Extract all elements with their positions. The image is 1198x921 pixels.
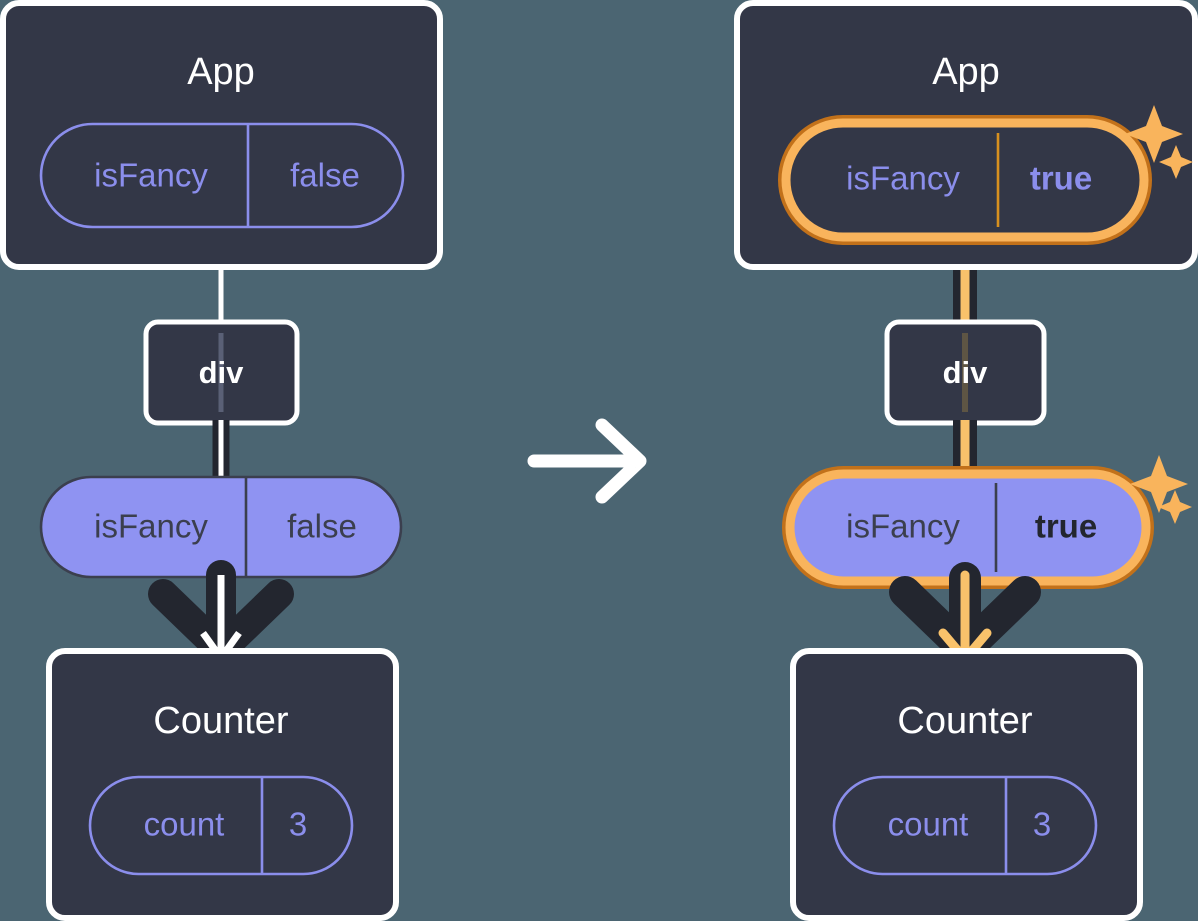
right-app-state-pill-highlight-inner <box>781 118 1149 242</box>
right-app-state-pill-key: isFancy <box>846 160 960 197</box>
left-div-node: div <box>143 319 300 426</box>
left-counter-box-title: Counter <box>153 700 289 742</box>
right-app-state-pill: isFancy true <box>778 115 1152 245</box>
left-app-box-title: App <box>187 51 255 93</box>
left-div-node-label: div <box>199 355 245 390</box>
left-prop-pill-key: isFancy <box>94 508 208 545</box>
sparkle-small-icon <box>1159 145 1193 179</box>
right-counter-box-frame <box>790 648 1143 921</box>
right-app-box-title: App <box>932 51 1000 93</box>
right-app-sparkle-icon <box>1125 105 1193 179</box>
right-prop-pill-key: isFancy <box>846 508 960 545</box>
transition-arrow <box>527 418 647 504</box>
left-counter-state-pill-value: 3 <box>289 806 307 843</box>
sparkle-large-icon <box>1130 455 1188 513</box>
right-prop-pill: isFancy true <box>782 455 1192 589</box>
left-panel: App isFancy false div isFancy false <box>0 0 443 921</box>
right-counter-state-pill-frame <box>832 775 1098 876</box>
right-arrow-to-counter <box>889 562 1041 666</box>
left-app-state-pill-key: isFancy <box>94 157 208 194</box>
right-prop-sparkle-icon <box>1130 455 1192 524</box>
right-counter-state-pill-value: 3 <box>1033 806 1051 843</box>
left-arrow-to-counter <box>148 560 294 665</box>
left-counter-state-pill-frame <box>88 775 354 876</box>
left-app-box-frame <box>0 0 443 270</box>
sparkle-large-icon <box>1125 105 1183 163</box>
right-counter-state-pill: count 3 <box>832 775 1098 876</box>
left-app-state-pill-value: false <box>290 157 360 194</box>
right-div-node-label: div <box>943 355 989 390</box>
left-prop-pill: isFancy false <box>39 475 403 579</box>
right-app-box: App isFancy true <box>734 0 1198 270</box>
left-counter-state-pill: count 3 <box>88 775 354 876</box>
right-panel: App isFancy true div <box>734 0 1198 921</box>
right-counter-state-pill-key: count <box>888 806 969 843</box>
left-app-state-pill-frame <box>39 122 405 229</box>
left-app-state-pill: isFancy false <box>39 122 405 229</box>
left-counter-box-frame <box>46 648 399 921</box>
right-div-node: div <box>884 319 1047 426</box>
right-counter-box-title: Counter <box>897 700 1033 742</box>
transition-arrow-glyph <box>527 418 647 504</box>
left-prop-pill-value: false <box>287 508 357 545</box>
left-counter-box: Counter count 3 <box>46 648 399 921</box>
left-app-box: App isFancy false <box>0 0 443 270</box>
right-counter-box: Counter count 3 <box>790 648 1143 921</box>
left-counter-state-pill-key: count <box>144 806 225 843</box>
right-prop-pill-value: true <box>1035 508 1097 545</box>
right-app-state-pill-value: true <box>1030 160 1092 197</box>
sparkle-small-icon <box>1158 490 1192 524</box>
